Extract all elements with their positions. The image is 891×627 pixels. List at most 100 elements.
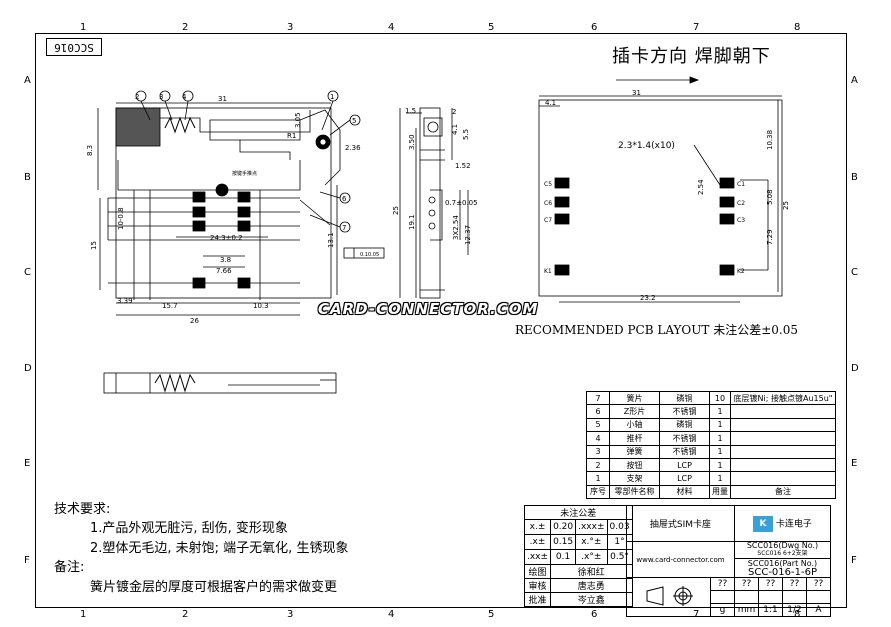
revision: A bbox=[806, 603, 831, 617]
bom-cell bbox=[730, 404, 836, 419]
bom-cell bbox=[730, 417, 836, 433]
tb-cell: ?? bbox=[806, 577, 831, 591]
balloon-1-label: 1 bbox=[330, 93, 334, 101]
role-name: 唐志勇 bbox=[550, 578, 633, 593]
pad-k2: K2 bbox=[737, 268, 745, 275]
dim-1-5: 1.5 bbox=[405, 107, 416, 115]
balloon-7-label: 7 bbox=[342, 224, 346, 232]
tb-cell: ?? bbox=[734, 577, 759, 591]
bom-cell: Z形片 bbox=[609, 404, 660, 419]
balloon-3-label: 3 bbox=[159, 93, 163, 101]
bom-cell: 2 bbox=[586, 457, 610, 473]
pad-c2: C2 bbox=[737, 200, 745, 207]
website: www.card-connector.com bbox=[626, 541, 735, 578]
role-name: 岑立鑫 bbox=[550, 592, 633, 607]
pcb-dim-23-2: 23.2 bbox=[640, 294, 656, 302]
bom-cell: 5 bbox=[586, 417, 610, 433]
col-label-5: 5 bbox=[488, 22, 495, 33]
dim-0-7: 0.7±0.05 bbox=[445, 199, 478, 207]
row-label-c-right: C bbox=[851, 267, 858, 278]
dim-13-1: 13.1 bbox=[327, 232, 335, 248]
row-label-b: B bbox=[24, 172, 31, 183]
tb-cell bbox=[710, 590, 735, 604]
dim-8-3: 8.3 bbox=[86, 145, 94, 156]
pad-c3: C3 bbox=[737, 217, 745, 224]
bom-header: 备注 bbox=[730, 484, 836, 500]
dwg-no-label: SCC016(Dwg No.) bbox=[746, 541, 819, 550]
pad-c6: C6 bbox=[544, 200, 552, 207]
bom-cell: 不锈钢 bbox=[659, 404, 710, 419]
pcb-pad-size: 2.3*1.4(x10) bbox=[618, 141, 675, 151]
dim-26: 26 bbox=[190, 317, 199, 325]
dim-3-05: 3.05 bbox=[294, 112, 302, 128]
bom-cell: 推杆 bbox=[609, 431, 660, 446]
role-label: 绘图 bbox=[523, 564, 552, 579]
bom-cell bbox=[730, 431, 836, 446]
col-label-8: 8 bbox=[794, 22, 801, 33]
role-label: 审核 bbox=[523, 578, 552, 593]
dim-r1: R1 bbox=[287, 132, 296, 140]
balloon-2-label: 2 bbox=[135, 93, 139, 101]
tb-cell: ?? bbox=[782, 577, 807, 591]
title-block: 抽屉式SIM卡座 K 卡连电子 www.card-connector.com S… bbox=[626, 505, 831, 617]
role-label: 批准 bbox=[523, 592, 552, 607]
bom-cell: 6 bbox=[586, 404, 610, 419]
tol-cell: .x°± bbox=[575, 549, 608, 565]
tb-cell bbox=[782, 590, 807, 604]
dim-3-50: 3.50 bbox=[408, 134, 416, 150]
scale: 1:1 bbox=[758, 603, 783, 617]
bom-cell: 簧片 bbox=[609, 390, 660, 406]
dim-5-5: 5.5 bbox=[462, 129, 470, 140]
weight-unit: g bbox=[710, 603, 735, 617]
note-text: 簧片镀金层的厚度可根据客户的需求做变更 bbox=[90, 580, 338, 595]
dim-31: 31 bbox=[218, 95, 227, 103]
bom-cell bbox=[730, 471, 836, 486]
col-label-5-bottom: 5 bbox=[488, 609, 495, 620]
col-label-6: 6 bbox=[591, 22, 598, 33]
bom-cell: 支架 bbox=[609, 471, 660, 486]
pcb-dim-25: 25 bbox=[782, 201, 790, 210]
bom-cell: 按钮 bbox=[609, 457, 660, 473]
dim-3-39: 3.39 bbox=[117, 297, 133, 305]
tb-cell: ?? bbox=[710, 577, 735, 591]
tol-cell: .xx± bbox=[523, 549, 552, 565]
bom-header: 用量 bbox=[709, 484, 731, 500]
bom-cell: 1 bbox=[709, 417, 731, 433]
dim-15: 15 bbox=[90, 241, 98, 250]
part-number: SCC-016-1-6P bbox=[748, 567, 817, 578]
tol-cell: 0.20 bbox=[550, 519, 577, 535]
row-label-e-right: E bbox=[851, 458, 858, 469]
pad-c1: C1 bbox=[737, 181, 745, 188]
pcb-dim-10-38: 10.38 bbox=[766, 130, 774, 150]
part-no-label: SCC016(Part No.) bbox=[747, 559, 818, 568]
bom-cell: 1 bbox=[709, 431, 731, 446]
requirements-title: 技术要求: bbox=[54, 502, 111, 517]
balloon-4-label: 4 bbox=[182, 93, 187, 101]
contact-point-label: 按键手推点 bbox=[232, 170, 257, 177]
pad-c7: C7 bbox=[544, 217, 552, 224]
pcb-dim-4-1: 4.1 bbox=[545, 99, 556, 107]
insert-direction-title: 插卡方向 焊脚朝下 bbox=[612, 46, 771, 67]
dim-10-0-8: 10-0.8 bbox=[117, 207, 125, 230]
pcb-dim-7-29: 7.29 bbox=[766, 229, 774, 245]
dim-3x2-54: 3X2.54 bbox=[452, 215, 460, 240]
balloon-6-label: 6 bbox=[342, 195, 347, 203]
bom-cell: 磷铜 bbox=[659, 417, 710, 433]
pcb-layout-note: RECOMMENDED PCB LAYOUT 未注公差±0.05 bbox=[515, 323, 798, 337]
bom-header: 材料 bbox=[659, 484, 710, 500]
tol-cell: x.± bbox=[523, 519, 552, 535]
col-label-1: 1 bbox=[80, 22, 87, 33]
bom-cell: 3 bbox=[586, 444, 610, 459]
pad-c5: C5 bbox=[544, 181, 552, 188]
flatness-tol: 0.05 bbox=[368, 252, 379, 258]
row-label-d: D bbox=[24, 363, 32, 374]
company-cell: K 卡连电子 bbox=[734, 505, 831, 542]
tol-cell: x.°± bbox=[575, 534, 608, 550]
bom-cell: 7 bbox=[586, 390, 610, 406]
tb-cell bbox=[734, 590, 759, 604]
side-view bbox=[399, 107, 469, 299]
tol-cell: 0.1 bbox=[550, 549, 577, 565]
bom-header: 零部件名称 bbox=[609, 484, 660, 500]
